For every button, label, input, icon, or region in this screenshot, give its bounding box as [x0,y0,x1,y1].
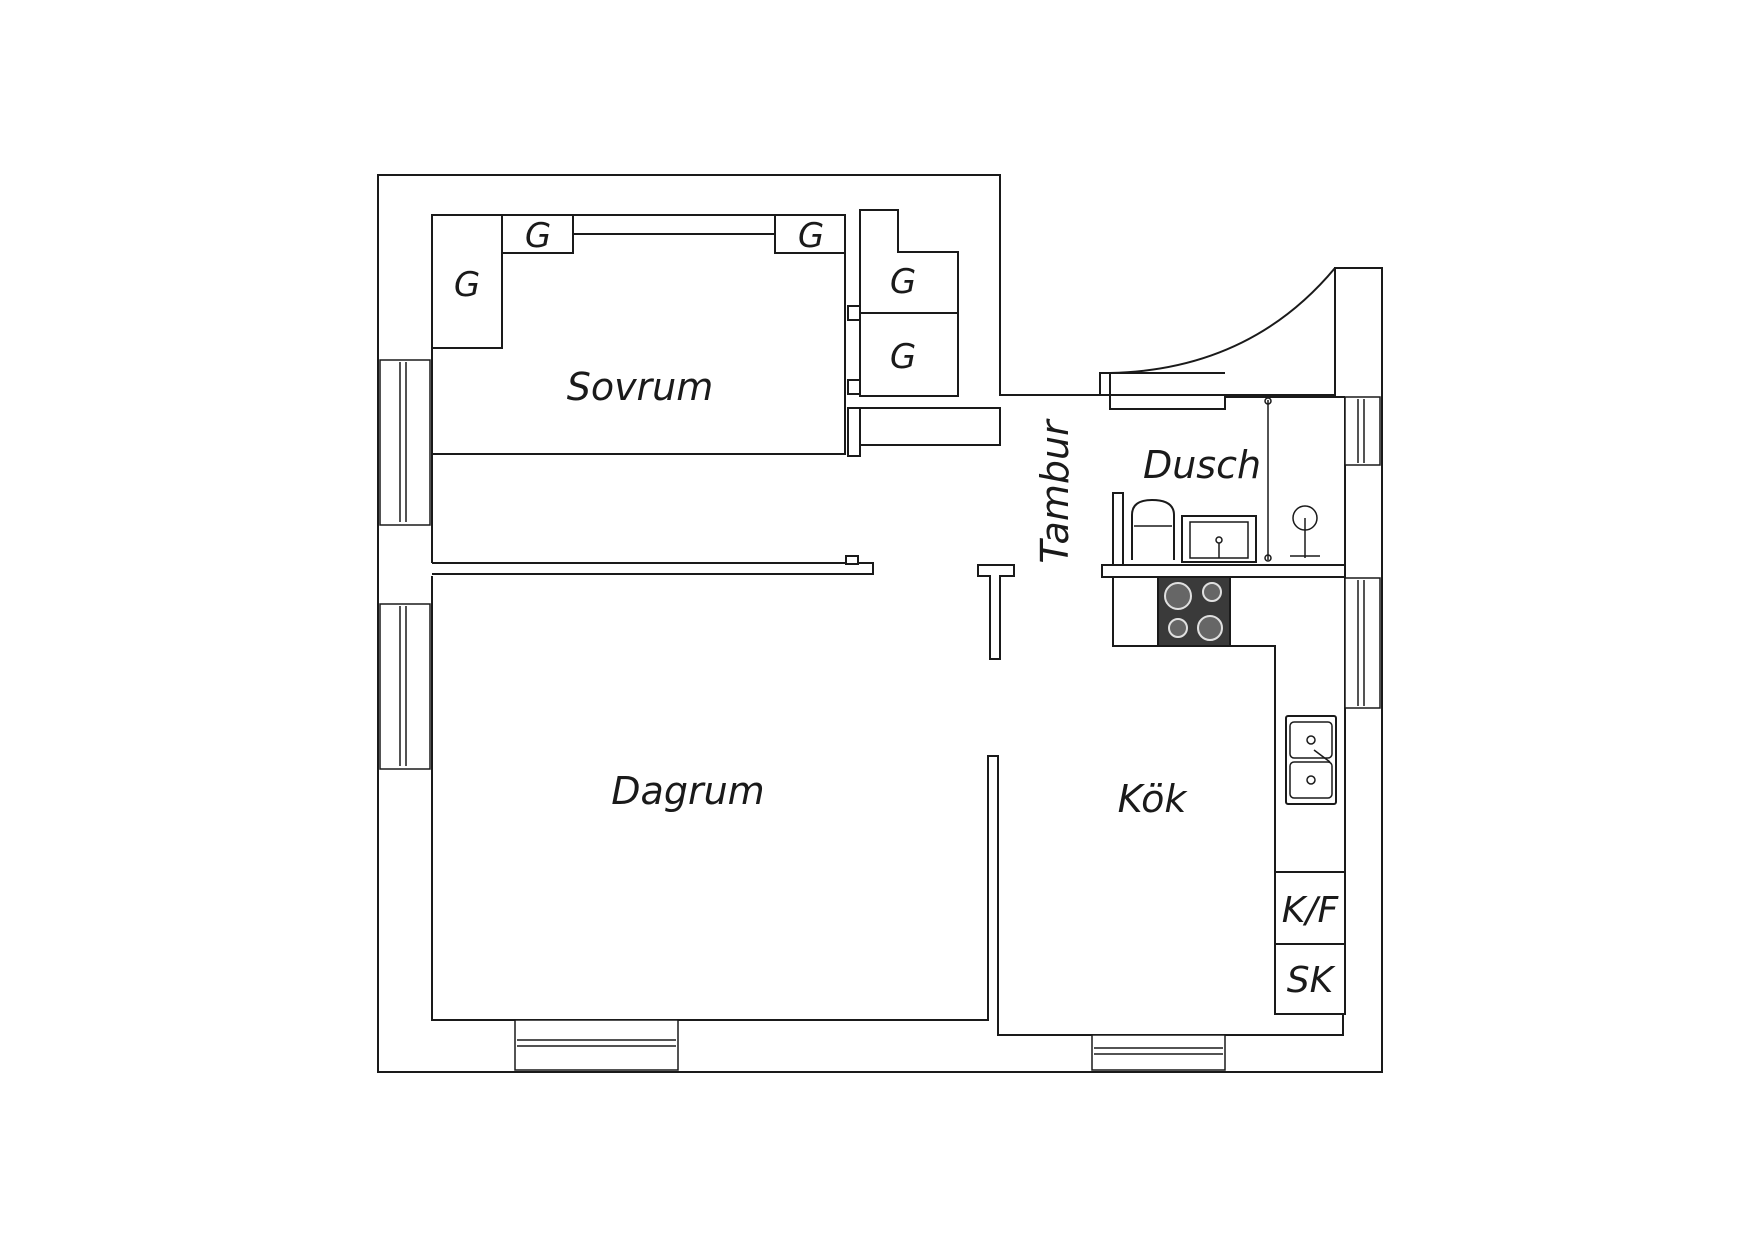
room-label-dusch: Dusch [1143,443,1261,487]
room-label-sovrum: Sovrum [567,365,714,409]
dusch-bottom-wall [1101,564,1346,578]
closet-pin [847,305,861,321]
sink-bowl [1289,761,1333,799]
sovrum-room-outline [431,214,846,563]
wardrobe-top-2 [774,214,846,254]
wardrobe-left [431,214,503,349]
stove-burner [1168,618,1188,638]
stove-burner [1164,582,1192,610]
shower-curtain-hook [1264,554,1272,562]
wardrobe-label-right-2: G [890,337,916,377]
dusch-top-wall [1000,372,1345,410]
appliance-label-fridge-freezer: K/F [1282,890,1340,931]
window-left-upper [379,359,431,526]
sink-drain [1306,775,1316,785]
stove-burner [1202,582,1222,602]
washbasin-icon [1181,515,1257,563]
entrance-door-arc [1109,267,1336,374]
dusch-door-frame [1112,492,1124,566]
sink-drain [1306,735,1316,745]
window-left-lower [379,603,431,770]
room-label-kok: Kök [1118,777,1189,821]
sink-tap [1313,749,1331,763]
cabinet-box [1274,943,1346,1015]
window-bottom-left [514,1019,679,1071]
shower-curtain-hook [1264,397,1272,405]
sink-bowl [1289,721,1333,759]
room-label-dagrum: Dagrum [611,769,764,813]
window-bottom-right [1091,1034,1226,1071]
wardrobe-label-top-1: G [525,216,551,256]
appliance-label-cabinet: SK [1287,960,1336,1001]
window-right-middle [1344,577,1381,709]
wardrobe-label-left: G [454,265,480,305]
window-right-upper [1344,396,1381,466]
wall-stub [845,555,859,565]
washbasin-tap [1215,536,1223,544]
bedroom-right-wall [859,209,959,397]
toilet-icon [1131,498,1175,560]
exterior-wall-outline [377,174,1383,1073]
closet-pin [847,407,861,457]
wardrobe-label-top-2: G [798,216,824,256]
stove-burner [1197,615,1223,641]
room-label-tambur: Tambur [1033,418,1077,564]
tambur-partition [977,564,1015,660]
sovrum-bottom-wall [432,562,874,575]
closet-wall [848,407,1001,446]
wardrobe-label-right-1: G [890,262,916,302]
closet-pin [847,379,861,395]
kitchen-sink-icon [1285,715,1337,805]
